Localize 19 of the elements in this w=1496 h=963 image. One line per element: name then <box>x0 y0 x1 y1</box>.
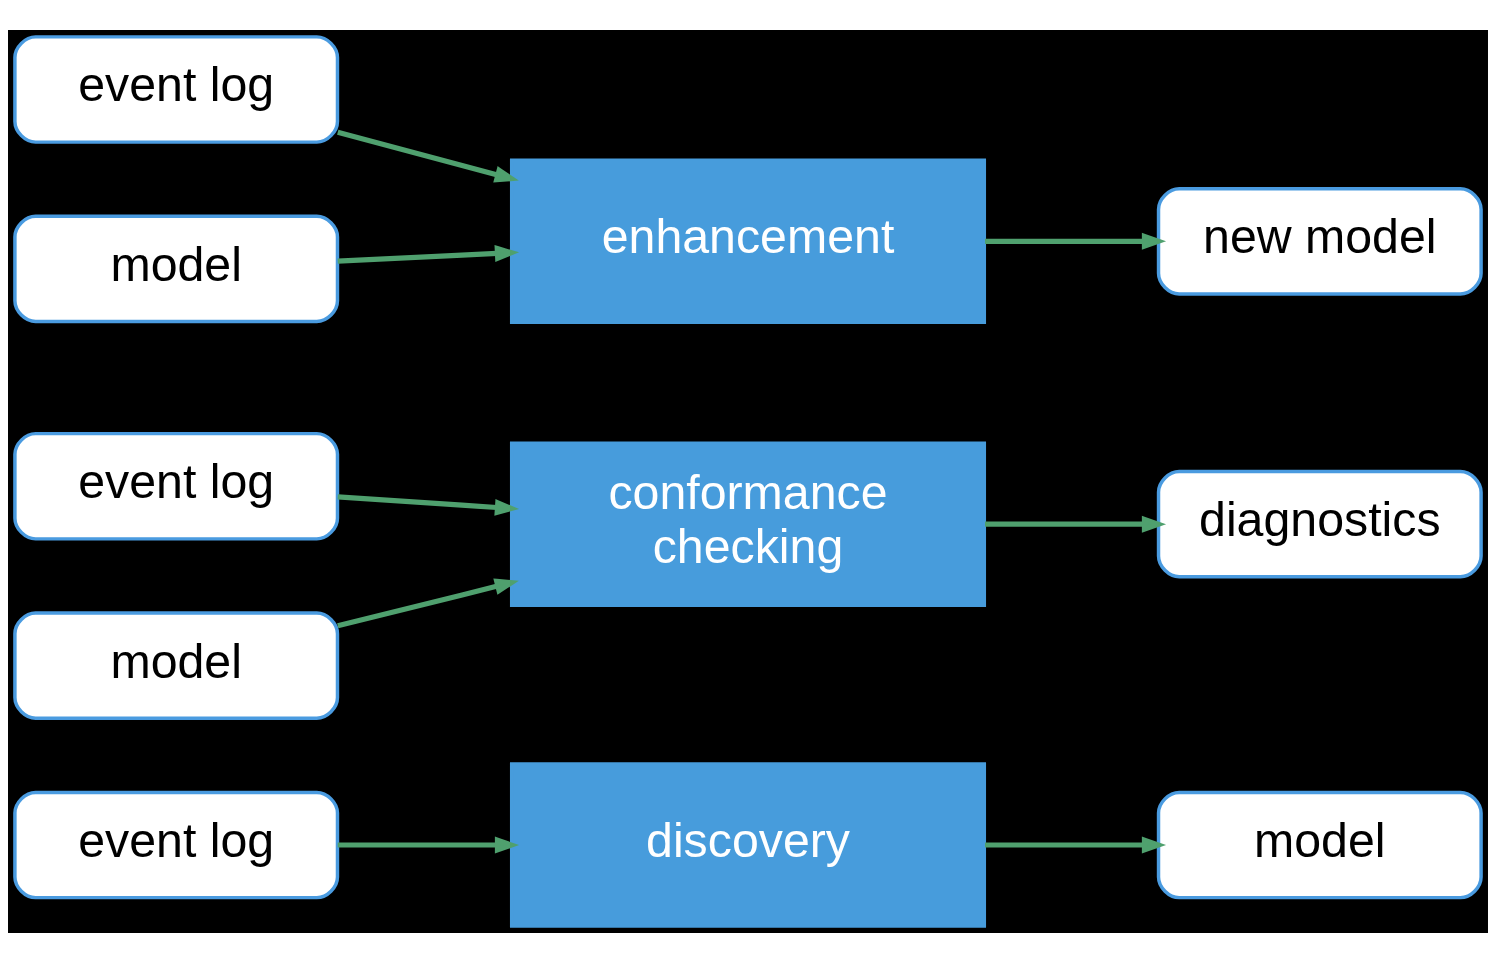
node-box: diagnostics <box>1156 469 1483 579</box>
arrow <box>337 836 520 854</box>
node-box: new model <box>1156 186 1483 296</box>
node-box: model <box>13 611 340 720</box>
node-box: enhancement <box>509 158 987 325</box>
arrow <box>337 129 519 183</box>
node-box: event log <box>13 790 340 900</box>
node-box: event log <box>13 35 340 144</box>
arrow <box>337 494 520 516</box>
arrow <box>985 836 1167 854</box>
node-box: model <box>13 214 340 324</box>
node-box: event log <box>13 431 340 541</box>
node-box: model <box>1156 790 1483 900</box>
node-box: discovery <box>509 762 987 928</box>
arrow <box>337 578 519 629</box>
arrow <box>985 515 1167 533</box>
arrow <box>985 232 1167 250</box>
node-box: conformance checking <box>509 441 987 607</box>
arrow <box>337 245 520 264</box>
